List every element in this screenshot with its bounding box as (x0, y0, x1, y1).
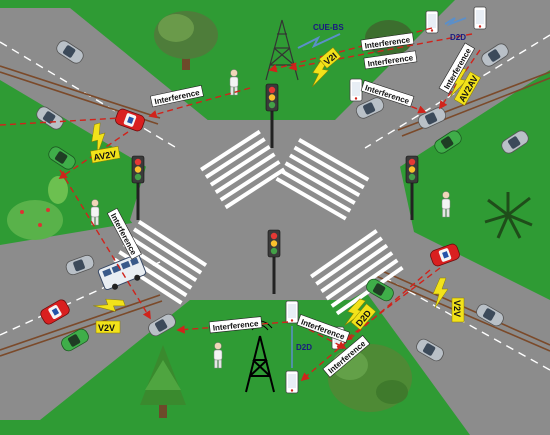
cell-tower-icon (245, 320, 275, 393)
cue-bs-link (297, 33, 341, 49)
svg-text:V2V: V2V (98, 323, 115, 333)
crosswalk-south (310, 229, 404, 316)
palm-icon (484, 192, 533, 239)
smartphone-icon (349, 78, 363, 102)
smartphone-icon (473, 6, 487, 30)
interference-label: Interference (208, 316, 263, 334)
d2d-label: D2D (296, 343, 312, 352)
v2v-label: V2V (95, 320, 121, 334)
tree-icon (154, 11, 218, 70)
d2d-link-top (444, 17, 467, 27)
cue-bs-label: CUE-BS (313, 23, 344, 32)
svg-text:V2V: V2V (452, 300, 462, 317)
smartphone-icon (285, 370, 299, 394)
bush-icon (7, 176, 68, 240)
road-southeast (350, 225, 550, 435)
svg-text:AV2V: AV2V (93, 149, 117, 163)
d2d-label: D2D (450, 33, 466, 42)
pine-icon (140, 345, 186, 418)
crosswalk-east (275, 138, 370, 221)
crosswalk-north (200, 129, 286, 210)
v2v-label: V2V (451, 297, 465, 323)
av2v-label: AV2V (90, 145, 121, 164)
smartphone-icon (285, 300, 299, 324)
intersection-center (130, 120, 420, 300)
